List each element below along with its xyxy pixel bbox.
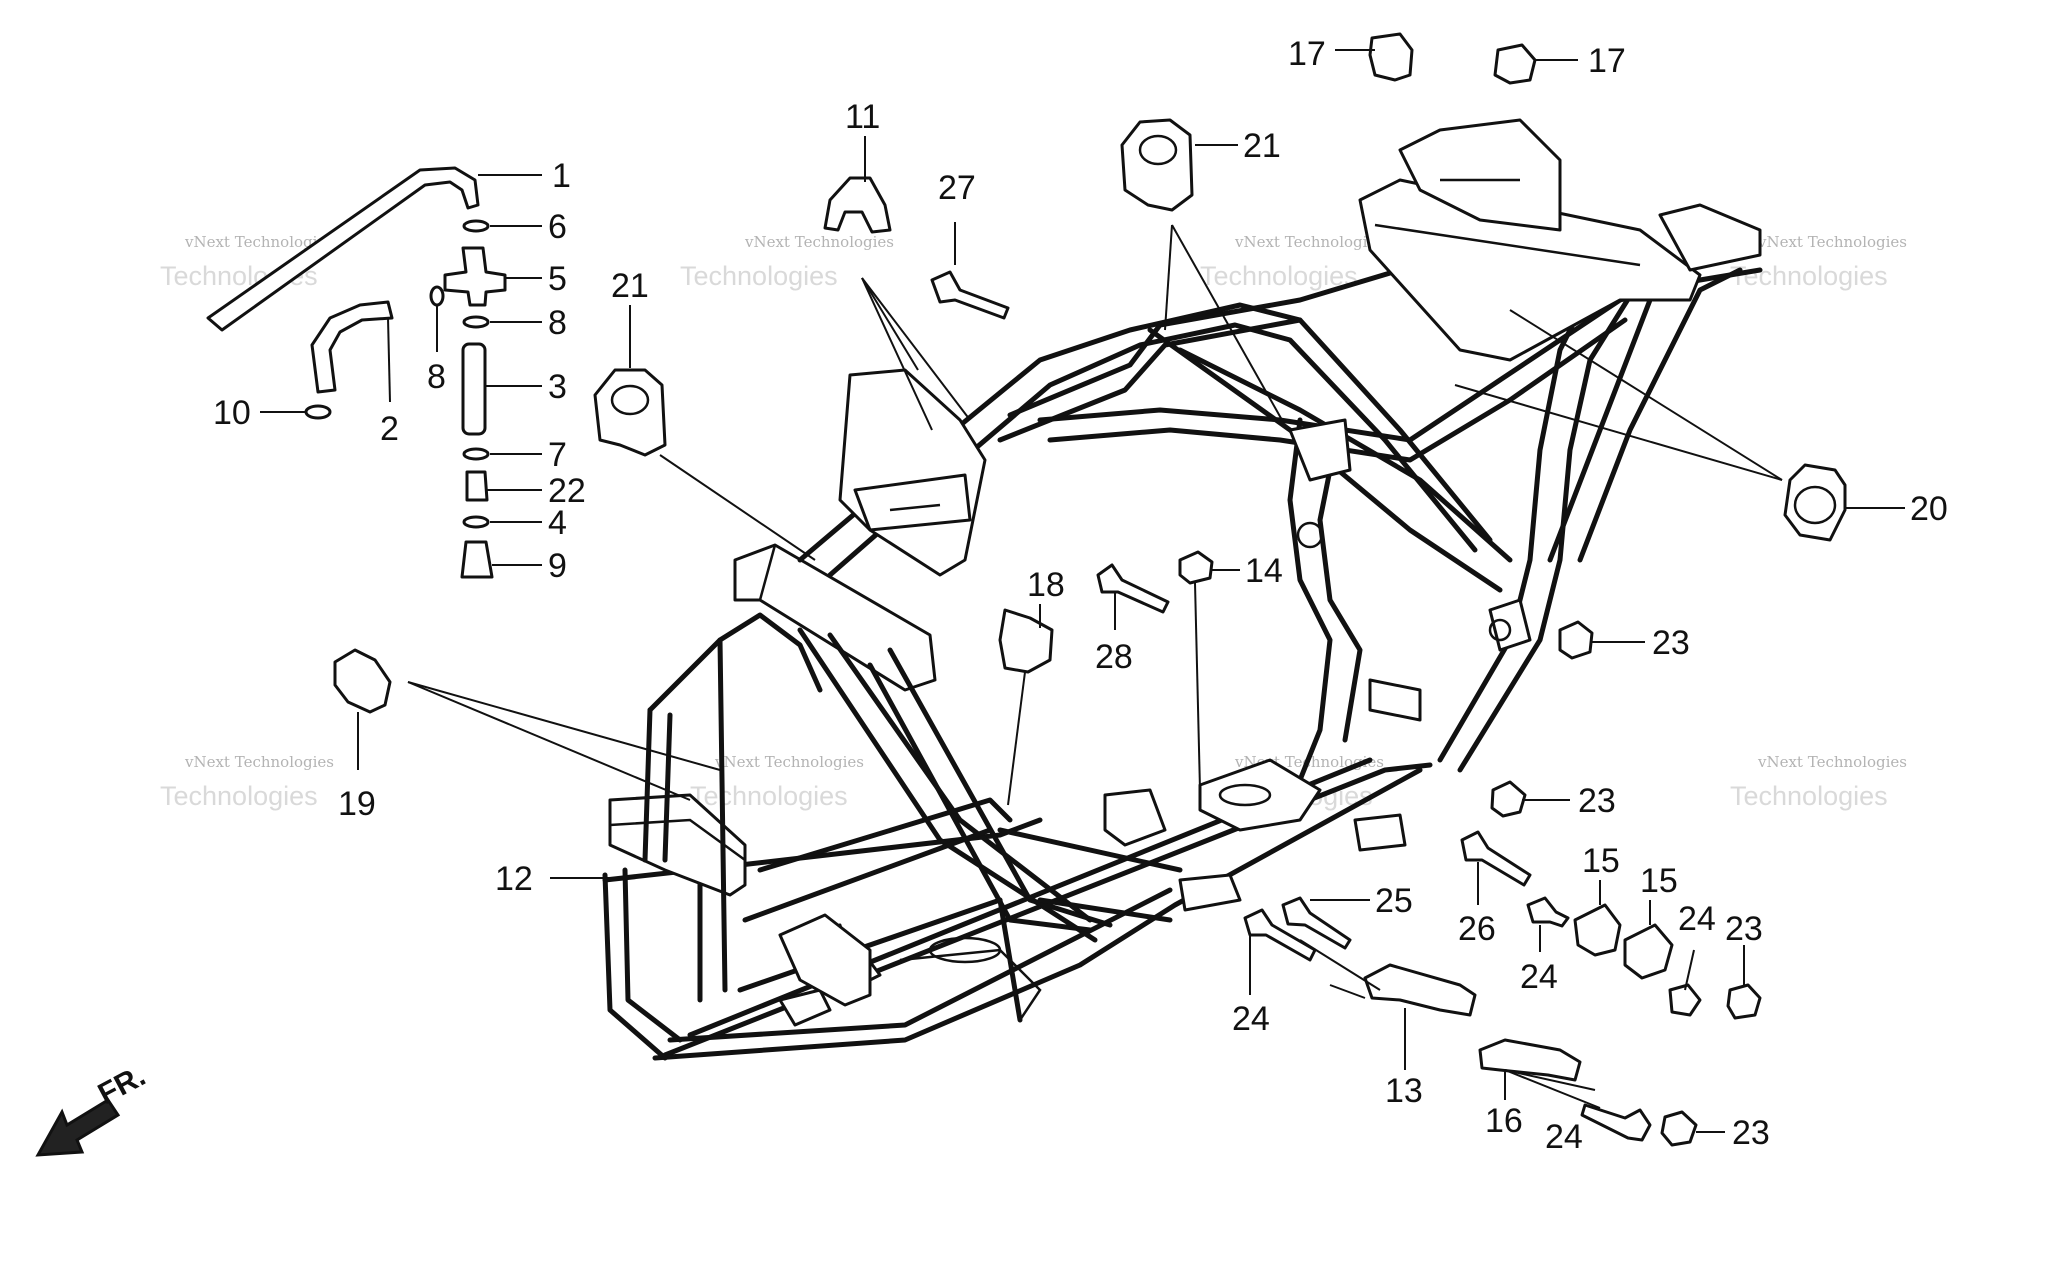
fitting-22 <box>465 470 489 502</box>
clip-4 <box>462 515 490 529</box>
watermark-5: vNext Technologies Technologies <box>160 753 334 811</box>
part-label-15a: 15 <box>1582 842 1620 880</box>
watermark-text: Technologies <box>1200 261 1358 291</box>
plate-15-left <box>1573 903 1622 957</box>
part-label-13: 13 <box>1385 1072 1423 1110</box>
part-label-21b: 21 <box>1243 127 1281 165</box>
watermark-text: vNext Technologies <box>1757 233 1907 251</box>
part-label-9: 9 <box>548 547 567 585</box>
tube-3 <box>461 342 487 436</box>
part-label-1: 1 <box>552 157 571 195</box>
watermark-text: Technologies <box>1730 781 1888 811</box>
part-label-17b: 17 <box>1588 42 1626 80</box>
clip-8a <box>429 285 445 307</box>
cushion-19 <box>333 648 392 714</box>
plate-15-right <box>1623 923 1674 980</box>
front-arrow-icon <box>35 1097 121 1157</box>
watermark-3: vNext Technologies Technologies <box>1200 233 1384 291</box>
watermark-text: vNext Technologies <box>184 233 334 251</box>
bolt-26 <box>1460 830 1532 887</box>
part-labels: 1 6 5 8 3 7 22 4 9 10 2 8 11 27 21 21 17… <box>213 35 1948 1156</box>
part-label-11: 11 <box>845 98 880 136</box>
part-label-14: 14 <box>1245 552 1283 590</box>
watermark-2: vNext Technologies Technologies <box>680 233 894 291</box>
part-label-5: 5 <box>548 260 567 298</box>
watermark-text: vNext Technologies <box>1234 233 1384 251</box>
part-label-27: 27 <box>938 169 976 207</box>
clip-8b <box>462 315 490 329</box>
part-label-18: 18 <box>1027 566 1065 604</box>
watermark-text: vNext Technologies <box>714 753 864 771</box>
grommet-17-left <box>1368 32 1414 82</box>
watermark-4: vNext Technologies Technologies <box>1730 233 1907 291</box>
watermark-text: Technologies <box>1730 261 1888 291</box>
part-label-23d: 23 <box>1732 1114 1770 1152</box>
watermark-text: vNext Technologies <box>744 233 894 251</box>
watermark-text: Technologies <box>680 261 838 291</box>
part-label-24d: 24 <box>1545 1118 1583 1156</box>
bolt-25 <box>1281 896 1352 950</box>
watermark-text: vNext Technologies <box>1757 753 1907 771</box>
clamp-21-left <box>593 368 667 457</box>
cap-9 <box>460 540 494 579</box>
watermark-text: vNext Technologies <box>184 753 334 771</box>
bolt-24-d <box>1580 1103 1652 1142</box>
part-label-20: 20 <box>1910 490 1948 528</box>
part-label-3: 3 <box>548 368 567 406</box>
part-label-17a: 17 <box>1288 35 1326 73</box>
clamp-11 <box>823 176 892 234</box>
watermark-8: vNext Technologies Technologies <box>1730 753 1907 811</box>
part-label-10: 10 <box>213 394 251 432</box>
part-label-23b: 23 <box>1578 782 1616 820</box>
part-label-8b: 8 <box>548 304 567 342</box>
part-label-8a: 8 <box>427 358 446 396</box>
grommet-14 <box>1178 550 1214 585</box>
bracket-13 <box>1363 963 1477 1017</box>
bracket-16 <box>1478 1038 1582 1082</box>
part-label-12: 12 <box>495 860 533 898</box>
bolt-28 <box>1096 563 1170 614</box>
grommet-17-right <box>1493 43 1537 85</box>
nut-23-c <box>1726 983 1762 1020</box>
clip-7 <box>462 447 490 461</box>
bolt-27 <box>930 270 1010 320</box>
nut-23-d <box>1660 1110 1698 1147</box>
hose-1 <box>206 166 480 332</box>
part-label-23c: 23 <box>1725 910 1763 948</box>
nut-23-b <box>1490 780 1527 818</box>
tee-fitting-5 <box>443 246 507 307</box>
part-label-19: 19 <box>338 785 376 823</box>
part-label-4: 4 <box>548 504 567 542</box>
hose-2 <box>310 300 394 394</box>
watermark-6: vNext Technologies Technologies <box>690 753 864 811</box>
main-frame-drawing <box>602 118 1763 1061</box>
clip-10 <box>304 404 332 420</box>
front-direction-indicator: FR. <box>35 1059 151 1157</box>
bolt-24-b <box>1243 908 1317 962</box>
part-label-24c: 24 <box>1678 900 1716 938</box>
leader-lines <box>260 49 1905 1133</box>
part-label-7: 7 <box>548 436 567 474</box>
part-label-15b: 15 <box>1640 862 1678 900</box>
part-label-2: 2 <box>380 410 399 448</box>
clamp-20 <box>1783 463 1847 542</box>
part-label-6: 6 <box>548 208 567 246</box>
watermark-text: Technologies <box>690 781 848 811</box>
part-label-26: 26 <box>1458 910 1496 948</box>
bracket-18 <box>998 608 1054 674</box>
part-label-25: 25 <box>1375 882 1413 920</box>
part-label-24a: 24 <box>1520 958 1558 996</box>
part-label-21a: 21 <box>611 267 649 305</box>
part-label-28: 28 <box>1095 638 1133 676</box>
watermark-text: Technologies <box>160 781 318 811</box>
clip-6 <box>462 219 490 233</box>
part-label-16: 16 <box>1485 1102 1523 1140</box>
part-label-23a: 23 <box>1652 624 1690 662</box>
bolt-24-a <box>1526 896 1570 928</box>
nut-23-a <box>1558 620 1594 660</box>
part-label-22: 22 <box>548 472 586 510</box>
part-label-24b: 24 <box>1232 1000 1270 1038</box>
